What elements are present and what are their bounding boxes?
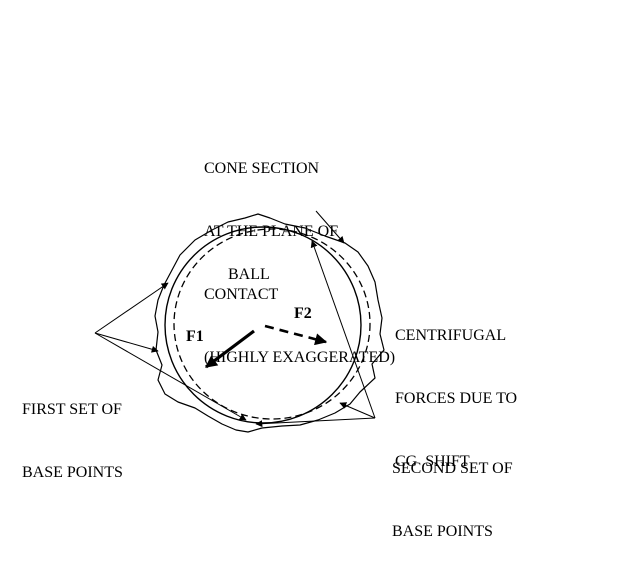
ball-circle xyxy=(164,226,362,424)
first-set-label: FIRST SET OF BASE POINTS xyxy=(22,357,123,504)
cone-section-line-2: AT THE PLANE OF xyxy=(204,223,339,240)
cone-section-outline xyxy=(154,213,385,433)
cone-section-line-1: CONE SECTION xyxy=(204,160,320,177)
cone-section-line-3: CONTACT xyxy=(204,286,279,303)
shifted-ball-circle xyxy=(173,228,371,420)
f2-label: F2 xyxy=(294,305,312,322)
centrifugal-line-2: FORCES DUE TO xyxy=(395,390,518,407)
cone-section-label: CONE SECTION AT THE PLANE OF CONTACT (HI… xyxy=(204,116,395,389)
first-set-line-1: FIRST SET OF xyxy=(22,401,122,418)
second-set-leader-middle xyxy=(339,402,376,419)
ball-contact-diagram xyxy=(94,210,385,433)
second-set-line-1: SECOND SET OF xyxy=(392,460,513,477)
f1-arrow xyxy=(205,329,255,369)
centrifugal-line-3: CG SHIFT xyxy=(395,453,470,470)
ball-label: BALL xyxy=(228,266,270,283)
second-set-leader-upper xyxy=(310,240,376,419)
cone-section-line-4: (HIGHLY EXAGGERATED) xyxy=(204,349,396,366)
first-set-leader-bottom xyxy=(94,332,247,421)
centrifugal-line-1: CENTRIFUGAL xyxy=(395,327,507,344)
first-set-line-2: BASE POINTS xyxy=(22,464,123,481)
second-set-leader-bottom xyxy=(255,417,376,428)
second-set-line-2: BASE POINTS xyxy=(392,523,493,540)
first-set-leader-lower xyxy=(94,332,159,353)
cone-section-leader xyxy=(315,210,345,244)
centrifugal-label: CENTRIFUGAL FORCES DUE TO CG SHIFT xyxy=(395,283,517,493)
second-set-label: SECOND SET OF BASE POINTS xyxy=(392,416,513,563)
first-set-leader-upper xyxy=(94,282,169,334)
f1-label: F1 xyxy=(186,328,204,345)
f2-arrow xyxy=(264,324,328,346)
